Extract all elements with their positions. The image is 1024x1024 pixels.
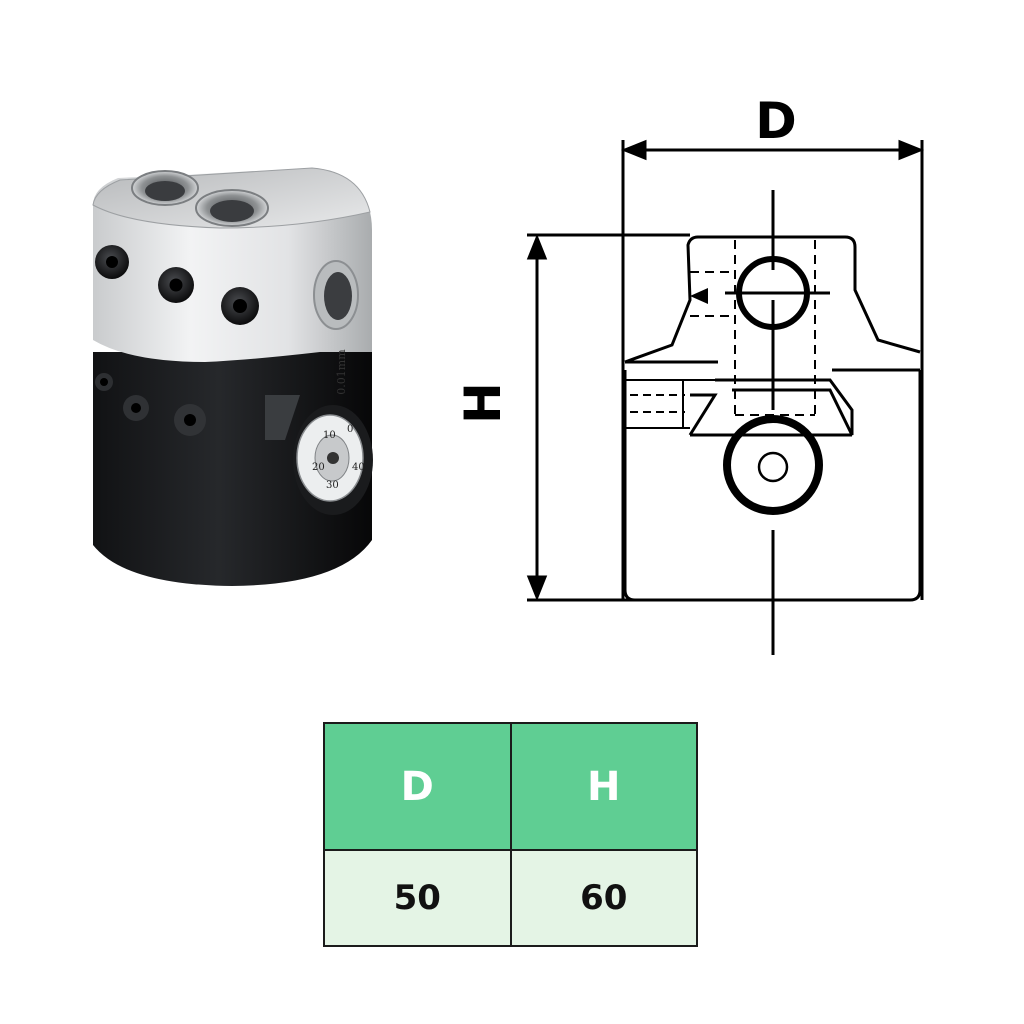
side-bore [313, 260, 359, 330]
value-cell-d: 50 [323, 849, 512, 947]
black-lower-body [93, 352, 372, 586]
center-lines [725, 190, 830, 655]
dimension-table: D H 50 60 [323, 722, 698, 947]
shank-bore-outer [723, 415, 823, 515]
dial-number-0: 0 [347, 424, 353, 435]
adjust-arrow [690, 288, 708, 304]
dial-number-10: 10 [323, 430, 336, 441]
dimension-label-h: H [454, 382, 512, 424]
technical-drawing: D H [454, 92, 925, 655]
dimension-d [620, 139, 925, 600]
dial-marking-text: 0.01mm [335, 349, 348, 395]
dial-number-30: 30 [326, 480, 339, 491]
header-cell-h: H [509, 722, 698, 851]
boring-head-photo: 0.01mm 0 10 20 30 40 [92, 167, 373, 586]
dial-number-20: 20 [312, 462, 325, 473]
hex-screws-silver [95, 245, 259, 325]
value-cell-h: 60 [509, 849, 698, 947]
shank-bore-inner [757, 451, 789, 483]
lower-slide [688, 378, 854, 436]
hex-screws-black [95, 373, 206, 436]
dimension-h [526, 233, 690, 602]
dial-number-40: 40 [352, 462, 365, 473]
header-cell-d: D [323, 722, 512, 851]
top-bores [131, 170, 269, 227]
slide-notch [265, 395, 300, 440]
table-row: 50 60 [323, 849, 698, 947]
internal-slot [690, 240, 816, 416]
dimension-label-d: D [755, 92, 797, 150]
side-screw [625, 379, 715, 429]
graduated-dial: 0 10 20 30 40 [296, 414, 365, 502]
table-header-row: D H [323, 722, 698, 851]
